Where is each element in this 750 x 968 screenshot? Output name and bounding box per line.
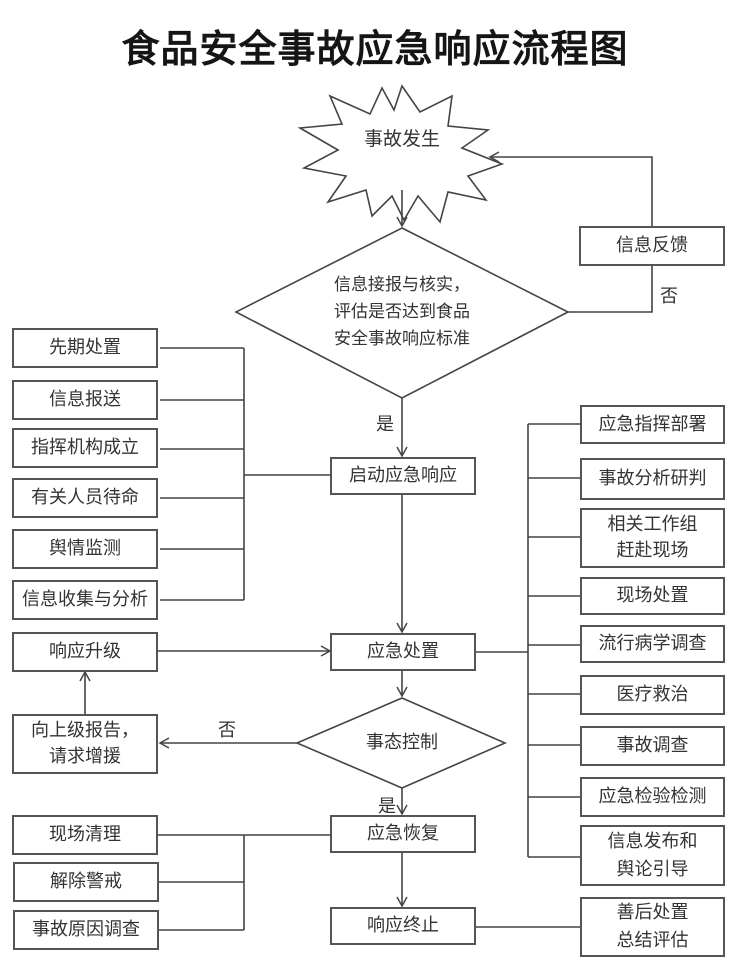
handling-action-box: 应急指挥部署 xyxy=(580,405,725,444)
initial-action-box: 信息报送 xyxy=(12,380,158,420)
page-title: 食品安全事故应急响应流程图 xyxy=(121,26,629,71)
handling-action-box: 事故调查 xyxy=(580,726,725,766)
recovery-action-box: 解除警戒 xyxy=(13,862,159,902)
decision2-text: 事态控制 xyxy=(366,732,438,753)
start-event-label: 事故发生 xyxy=(363,128,440,150)
recovery-action-box: 现场清理 xyxy=(12,815,158,855)
handling-action-box: 现场处置 xyxy=(580,577,725,615)
info-feedback-box: 信息反馈 xyxy=(579,226,725,266)
initial-action-box: 舆情监测 xyxy=(12,529,158,569)
handling-action-box: 信息发布和 舆论引导 xyxy=(580,825,725,886)
report-up-box: 向上级报告， 请求增援 xyxy=(12,714,158,774)
yes-label-1: 是 xyxy=(376,414,394,435)
yes-label-2: 是 xyxy=(378,796,396,817)
handling-action-box: 相关工作组 赶赴现场 xyxy=(580,508,725,568)
initial-action-box: 先期处置 xyxy=(12,328,158,368)
initial-action-box: 信息收集与分析 xyxy=(12,580,158,620)
escalate-response-box: 响应升级 xyxy=(12,632,158,672)
no-label-1: 否 xyxy=(660,286,678,307)
handling-action-box: 医疗救治 xyxy=(580,675,725,715)
initial-action-box: 有关人员待命 xyxy=(12,478,158,518)
aftermath-box: 善后处置 总结评估 xyxy=(580,897,725,957)
recovery-action-box: 事故原因调查 xyxy=(13,910,159,950)
no-label-2: 否 xyxy=(218,720,236,741)
handling-action-box: 应急检验检测 xyxy=(580,777,725,817)
handling-action-box: 流行病学调查 xyxy=(580,625,725,663)
emergency-handling-box: 应急处置 xyxy=(330,633,476,671)
handling-action-box: 事故分析研判 xyxy=(580,458,725,500)
start-response-box: 启动应急响应 xyxy=(330,457,476,495)
decision1-text: 信息接报与核实， 评估是否达到食品 安全事故响应标准 xyxy=(334,275,470,349)
emergency-recovery-box: 应急恢复 xyxy=(330,815,476,853)
response-termination-box: 响应终止 xyxy=(330,907,476,945)
initial-action-box: 指挥机构成立 xyxy=(12,428,158,468)
start-starburst xyxy=(297,84,505,224)
